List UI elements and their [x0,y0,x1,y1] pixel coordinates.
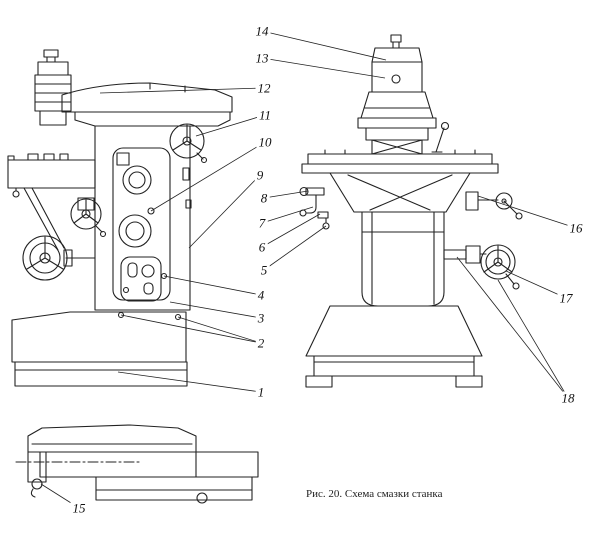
callout-1: 1 [255,384,267,400]
arm-oiler [12,190,20,198]
subpanel-lever-a [127,262,138,278]
callout-4: 4 [255,287,267,303]
motor-nipple [391,74,401,84]
callout-6: 6 [256,239,268,255]
figure-caption: Рис. 20. Схема смазки станка [306,488,443,500]
callout-17: 17 [557,290,575,306]
callout-9: 9 [254,167,266,183]
callout-12: 12 [255,80,273,96]
callout-7: 7 [256,215,268,231]
detail-left-bracket [27,451,47,498]
left-strut [23,187,65,251]
callout-3: 3 [255,310,267,326]
detail-mid-slab [39,451,259,478]
callout-2: 2 [255,335,267,351]
callout-18: 18 [559,390,577,406]
mid-handwheel-rim [70,198,102,230]
callout-15: 15 [70,500,88,516]
panel-switch [116,152,130,166]
right-saddle [329,172,471,213]
left-table-arm [7,153,96,192]
callout-10: 10 [256,134,274,150]
subpanel-oil-point [122,286,130,294]
callout-8: 8 [258,190,270,206]
big-handwheel-shaft [63,249,96,267]
callout-16: 16 [567,220,585,236]
table-lever [431,127,445,153]
big-handwheel-rim [22,235,68,281]
panel-dial-lower-inner [125,221,145,241]
panel-dial-lower [118,214,152,248]
table-lever-knob [440,121,450,131]
detail-knob [196,492,208,504]
detail-lower-block [95,476,253,501]
big-handwheel-spokes [26,236,64,270]
right-table [301,149,499,174]
subpanel-knob [141,264,155,278]
subpanel-lever-b [143,282,154,295]
callout-14: 14 [253,23,271,39]
callout-13: 13 [253,50,271,66]
left-motor [34,49,72,126]
panel-outline [112,147,171,301]
mid-handwheel-knob [99,230,107,238]
callout-11: 11 [256,107,274,123]
mid-handwheel-spokes [73,199,103,233]
detail-view [15,424,259,504]
left-big-handwheel [22,235,96,281]
panel-dial-upper-inner [128,171,146,189]
left-column-panel [112,147,182,321]
left-mid-handwheel [70,197,107,238]
callout-5: 5 [258,262,270,278]
panel-subpanel [120,256,162,302]
